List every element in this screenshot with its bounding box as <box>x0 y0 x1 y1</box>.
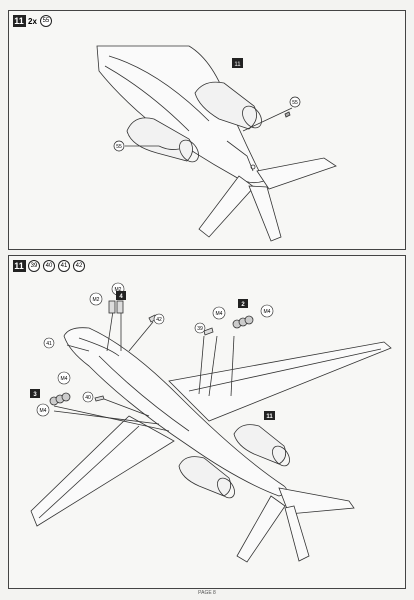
part-callout: 41 <box>46 341 52 347</box>
step-12-header: 12 ✎ 39 40 41 42 2 3 4 11 <box>13 260 85 272</box>
step-11-panel: 11 ✎ 2x 55 11 <box>8 10 406 250</box>
ref-label: 11 <box>234 62 241 68</box>
part-callout: M4 <box>216 311 223 317</box>
page-number: PAGE 8 <box>198 590 216 596</box>
part-number: 40 <box>43 260 55 272</box>
ref-label: 3 <box>33 392 37 398</box>
part-callout: 40 <box>85 395 91 401</box>
part-callout: M4 <box>264 309 271 315</box>
part-number: 42 <box>73 260 85 272</box>
step-12-drawing: M2 M2 M4 M4 M4 M4 39 40 41 42 <box>30 282 392 563</box>
ref-label: 4 <box>119 294 123 300</box>
part-callout: M4 <box>40 408 47 414</box>
reference-step: 11 <box>13 15 25 27</box>
quantity-label: 2x <box>28 16 37 26</box>
step-12-panel: 12 ✎ 39 40 41 42 2 3 4 11 <box>8 255 406 589</box>
part-callout: M2 <box>93 297 100 303</box>
ref-label: 2 <box>241 302 245 308</box>
part-callout: 42 <box>156 317 162 323</box>
step-11-drawing: 11 55 55 <box>96 45 337 242</box>
part-callout: 39 <box>197 326 203 332</box>
part-number: 55 <box>39 15 52 27</box>
step-11-header: 11 ✎ 2x 55 11 <box>13 15 52 27</box>
part-callout: M4 <box>61 376 68 382</box>
part-number: 39 <box>28 260 40 272</box>
reference-step: 11 <box>13 260 25 272</box>
part-callout: 55 <box>116 144 122 150</box>
part-number: 41 <box>58 260 70 272</box>
part-callout: 55 <box>292 100 298 106</box>
part-callout: M2 <box>115 287 122 293</box>
ref-label: 11 <box>266 414 273 420</box>
